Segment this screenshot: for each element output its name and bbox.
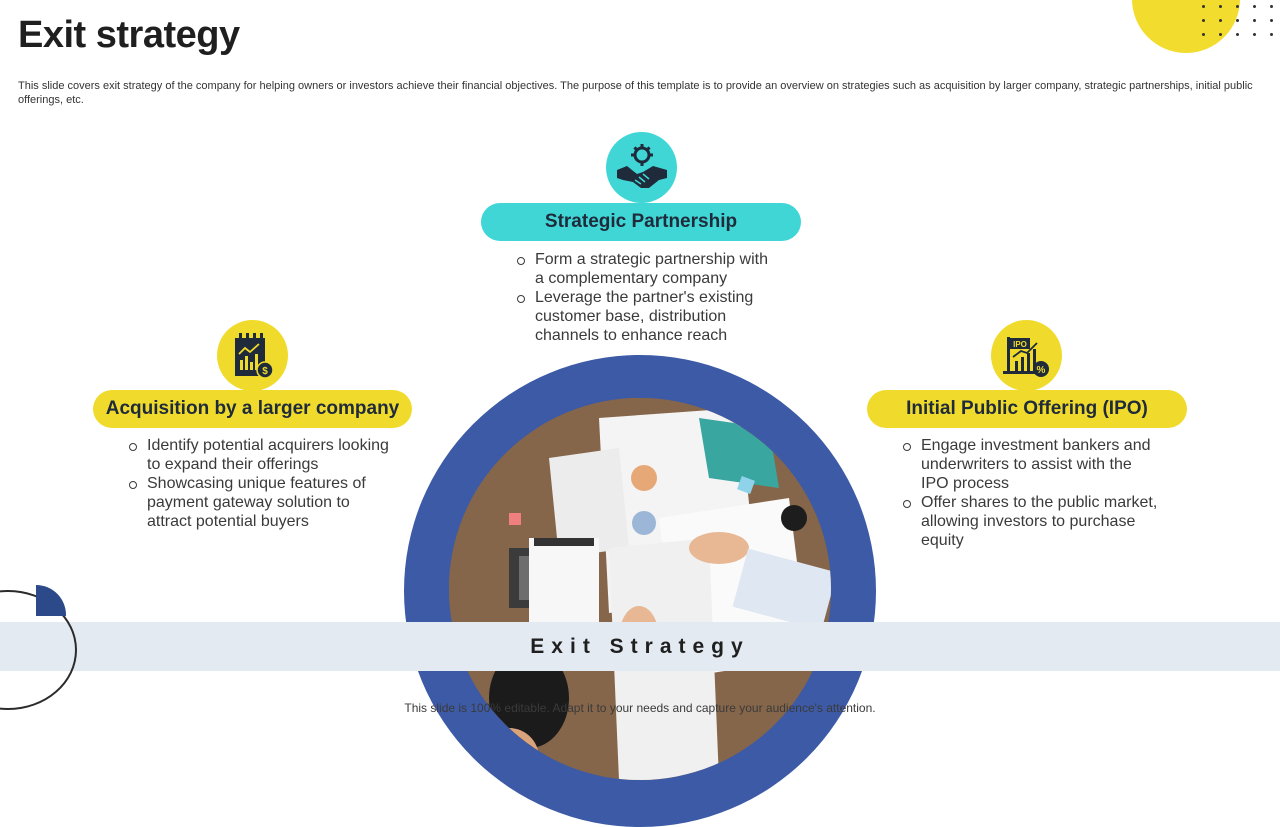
financial-report-icon: $ (234, 332, 274, 379)
ipo-icon-label: IPO (1013, 340, 1027, 349)
list-item: Showcasing unique features of payment ga… (129, 474, 389, 531)
exit-strategy-band: Exit Strategy (0, 622, 1280, 671)
strategic-partnership-icon-circle (606, 132, 677, 203)
list-item: Engage investment bankers and underwrite… (903, 436, 1158, 493)
ipo-icon-circle: IPO % (991, 320, 1062, 391)
acquisition-heading: Acquisition by a larger company (93, 390, 412, 428)
strategic-partnership-heading: Strategic Partnership (481, 203, 801, 241)
list-item: Offer shares to the public market, allow… (903, 493, 1158, 550)
strategic-partnership-bullets: Form a strategic partnership with a comp… (517, 250, 777, 345)
ipo-chart-icon: IPO % (1002, 336, 1049, 377)
handshake-gear-icon (616, 143, 667, 188)
page-subtitle: This slide covers exit strategy of the c… (18, 80, 1253, 106)
page-title: Exit strategy (18, 14, 240, 56)
decorative-dot-grid (1200, 3, 1280, 43)
footer-note: This slide is 100% editable. Adapt it to… (404, 701, 876, 715)
decorative-quarter-circle (36, 585, 66, 616)
ipo-bullets: Engage investment bankers and underwrite… (903, 436, 1158, 550)
ipo-heading: Initial Public Offering (IPO) (867, 390, 1187, 428)
list-item: Leverage the partner's existing customer… (517, 288, 777, 345)
acquisition-bullets: Identify potential acquirers looking to … (129, 436, 389, 531)
list-item: Identify potential acquirers looking to … (129, 436, 389, 474)
acquisition-icon-circle: $ (217, 320, 288, 391)
svg-text:$: $ (262, 366, 268, 377)
svg-text:%: % (1036, 365, 1045, 376)
list-item: Form a strategic partnership with a comp… (517, 250, 777, 288)
meeting-photo (449, 398, 831, 780)
